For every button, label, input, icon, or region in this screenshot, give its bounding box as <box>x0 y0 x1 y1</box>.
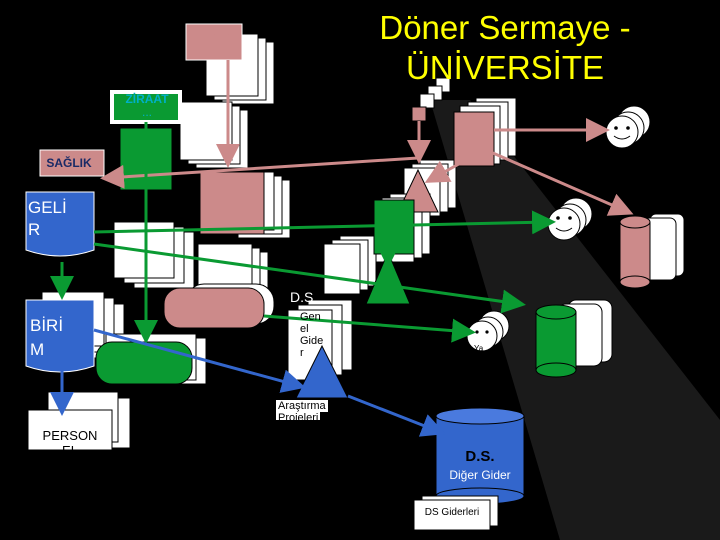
page-stack-ziraat <box>179 101 249 169</box>
gen-label-4: r <box>300 347 304 359</box>
gelir-label-1: GELİ <box>28 198 67 217</box>
ds-giderleri-label: DS Giderleri <box>424 507 480 518</box>
arrow-birim-to-triangle <box>93 328 306 393</box>
small-pink-square <box>411 106 427 122</box>
page-stack-right-4 <box>323 235 377 295</box>
blue-arrows <box>50 328 446 437</box>
arrow-page-to-triangle <box>424 158 467 183</box>
gen-label-2: el <box>300 323 309 335</box>
ds-database-cylinder <box>435 407 525 505</box>
db-diger-label: Diğer Gider <box>449 468 511 482</box>
green-triangle <box>365 250 411 305</box>
ziraat-box <box>110 90 182 124</box>
hukuk-label: Hukuk <box>195 28 233 42</box>
smiley-face-lower <box>466 310 510 352</box>
saglik-label: SAĞLIK <box>46 156 92 170</box>
pink-arrows <box>100 60 634 216</box>
pink-cylinder <box>619 215 651 289</box>
arastirma-label-2: Projeleri <box>276 412 321 420</box>
smiley-face-middle <box>547 197 593 241</box>
gelir-label-2: R <box>28 220 41 239</box>
arrow-ds-to-smiley <box>263 314 476 343</box>
saglik-box <box>39 149 105 177</box>
smiley-face-top <box>605 105 651 149</box>
arrow-gelir-to-cylinder <box>93 242 526 314</box>
arastirma-label-1: Araştırma <box>276 400 328 412</box>
gen-label-3: Gide <box>300 335 324 347</box>
pink-page-saglik <box>199 171 265 235</box>
personel-label-1: PERSON <box>42 428 98 443</box>
arrow-pink-to-cylinder <box>485 148 634 216</box>
ds-label: D.S. <box>290 289 318 305</box>
ziraat-label: ZİRAAT <box>125 92 169 106</box>
green-cylinder <box>535 304 577 378</box>
pink-rounded <box>163 287 265 329</box>
birim-label-1: BİRİ <box>30 316 64 335</box>
ds-giderleri-pages <box>413 495 499 531</box>
gelir-doc <box>25 191 95 257</box>
green-rounded <box>95 341 193 385</box>
title-line-2: ÜNİVERSİTE <box>405 49 605 86</box>
hukuk-box <box>185 23 243 61</box>
gen-label-1: Gen <box>300 311 321 323</box>
arrow-page-to-saglik <box>100 156 419 189</box>
ziraat-dots: ... <box>141 105 152 119</box>
blue-triangle <box>295 344 349 399</box>
small-steps <box>419 77 451 109</box>
arrow-triangle-to-db <box>347 394 446 437</box>
birim-label-2: M <box>30 340 45 359</box>
green-arrows <box>50 122 556 344</box>
personel-label-2: EL <box>62 443 78 452</box>
db-ds-label: D.S. <box>465 448 495 465</box>
ya-label: Ya <box>474 344 484 353</box>
slide-title: Döner Sermaye - ÜNİVERSİTE <box>360 8 650 88</box>
arrow-gelir-to-smiley <box>93 210 556 235</box>
birim-doc <box>25 299 95 373</box>
title-line-1: Döner Sermaye - <box>379 9 631 46</box>
personel-doc <box>27 409 113 451</box>
pink-page-right <box>453 111 495 167</box>
